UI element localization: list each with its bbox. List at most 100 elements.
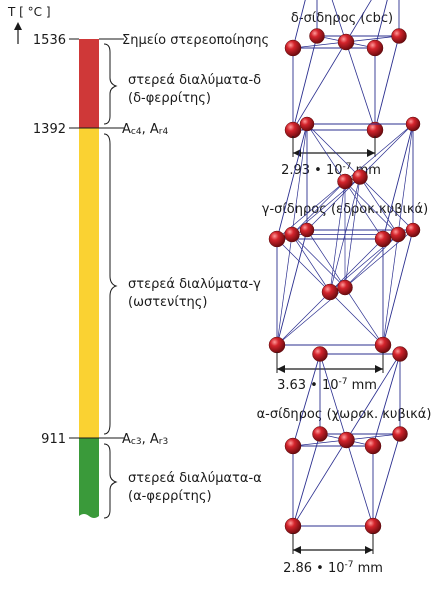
dimension-arrow-left xyxy=(293,546,301,554)
crystal-texts: δ-σίδηρος (cbc) γ-σίδηρος (εδροκ.κυβικά)… xyxy=(257,11,432,576)
fcc-gamma-cell xyxy=(268,116,421,354)
center-atom xyxy=(338,431,355,449)
corner-atom xyxy=(364,437,382,455)
lattice-edge xyxy=(292,433,321,527)
phase-bar-delta xyxy=(79,39,99,128)
melting-point-label: Σημείο στερεοποίησης xyxy=(122,33,269,48)
octahedron-edge xyxy=(291,181,346,235)
lattice-edge xyxy=(374,35,400,131)
octahedron-edge xyxy=(359,176,399,235)
corner-atom xyxy=(405,116,421,132)
transition-1392-label: Ac4, Ar4 xyxy=(122,122,168,137)
tick-label-1392: 1392 xyxy=(33,122,66,137)
dimension-arrow-left xyxy=(277,365,285,373)
body-diagonal xyxy=(346,433,401,441)
bcc-alpha-title: α-σίδηρος (χωροκ. κυβικά) xyxy=(257,407,432,422)
body-diagonal xyxy=(331,0,347,43)
temperature-axis: T [ °C ] 1536 1392 911 xyxy=(7,5,79,447)
corner-atom xyxy=(299,222,315,238)
corner-atom xyxy=(392,426,408,442)
dimension-arrow-right xyxy=(375,365,383,373)
corner-atom xyxy=(366,39,384,57)
bcc-delta-dimension: 2.93 • 10-7 mm xyxy=(281,162,381,178)
crystal-structures xyxy=(268,0,421,554)
gamma-label-line1: στερεά διαλύματα-γ xyxy=(128,277,261,292)
octahedron-edge xyxy=(329,181,346,293)
body-diagonal xyxy=(292,439,347,447)
alpha-label-line2: (α-φερρίτης) xyxy=(128,489,212,504)
lattice-edge xyxy=(372,433,401,527)
corner-atom xyxy=(312,346,328,362)
octahedron-edge xyxy=(344,181,399,235)
corner-atom xyxy=(268,230,286,248)
dimension-arrow-right xyxy=(367,149,375,157)
bcc-delta-dimension-bar xyxy=(292,136,376,157)
face-atom xyxy=(390,226,406,243)
braces xyxy=(103,43,118,519)
corner-atom xyxy=(364,517,382,535)
corner-atom xyxy=(312,426,328,442)
phase-labels: Σημείο στερεοποίησης στερεά διαλύματα-δ … xyxy=(122,33,269,504)
lattice-edge xyxy=(292,353,321,447)
lattice-edge xyxy=(374,0,388,49)
tick-label-1536: 1536 xyxy=(33,33,66,48)
delta-label-line2: (δ-φερρίτης) xyxy=(128,91,211,106)
body-diagonal xyxy=(346,353,401,441)
lattice-edge xyxy=(276,229,308,346)
body-diagonal xyxy=(345,35,400,43)
corner-atom xyxy=(391,28,407,44)
body-diagonal xyxy=(346,439,374,527)
face-atom xyxy=(337,279,353,296)
axis-arrowhead xyxy=(14,22,22,30)
face-atom xyxy=(337,173,353,190)
bcc-alpha-cell xyxy=(284,346,408,535)
center-atom xyxy=(337,33,355,51)
bcc-alpha-dimension-bar xyxy=(292,533,374,554)
corner-atom xyxy=(268,336,286,354)
lattice-edge xyxy=(292,0,306,49)
delta-label-line1: στερεά διαλύματα-δ xyxy=(128,73,261,88)
body-diagonal xyxy=(292,41,347,49)
body-diagonal xyxy=(292,41,347,131)
corner-atom xyxy=(392,346,408,362)
lattice-edge xyxy=(292,35,318,131)
body-diagonal xyxy=(292,439,347,527)
corner-atom xyxy=(405,222,421,238)
corner-atom xyxy=(284,39,302,57)
corner-atom xyxy=(284,121,302,139)
octahedron-edge xyxy=(344,176,361,288)
octahedron-edge xyxy=(291,234,331,293)
corner-atom xyxy=(299,116,315,132)
corner-atom xyxy=(374,230,392,248)
bcc-delta-cell xyxy=(284,0,407,139)
fcc-gamma-dimension-bar xyxy=(276,352,384,373)
dimension-arrow-right xyxy=(365,546,373,554)
octahedron-edge xyxy=(291,234,346,288)
body-diagonal xyxy=(345,41,376,131)
body-diagonal xyxy=(345,0,372,43)
brace-delta xyxy=(103,43,118,125)
tick-label-911: 911 xyxy=(41,432,66,447)
lattice-edge xyxy=(372,353,401,447)
bcc-alpha-dimension: 2.86 • 10-7 mm xyxy=(283,560,383,576)
corner-atom xyxy=(374,336,392,354)
brace-alpha xyxy=(103,443,118,519)
lattice-edge xyxy=(382,229,414,346)
fcc-gamma-dimension: 3.63 • 10-7 mm xyxy=(277,377,377,393)
axis-label: T [ °C ] xyxy=(7,5,51,19)
face-atom xyxy=(352,169,368,185)
body-diagonal xyxy=(319,353,347,441)
corner-atom xyxy=(284,437,302,455)
transition-911-label: Ac3, Ar3 xyxy=(122,432,168,447)
phase-bar-gamma xyxy=(79,128,99,438)
face-atom xyxy=(321,283,339,301)
alpha-label-line1: στερεά διαλύματα-α xyxy=(128,471,262,486)
gamma-label-line2: (ωστενίτης) xyxy=(128,295,207,310)
lattice-edge xyxy=(276,123,308,240)
bcc-delta-title: δ-σίδηρος (cbc) xyxy=(291,11,393,26)
phase-bar xyxy=(79,38,124,518)
phase-bar-alpha xyxy=(79,438,99,518)
corner-atom xyxy=(309,28,325,44)
lattice-edge xyxy=(382,123,414,240)
